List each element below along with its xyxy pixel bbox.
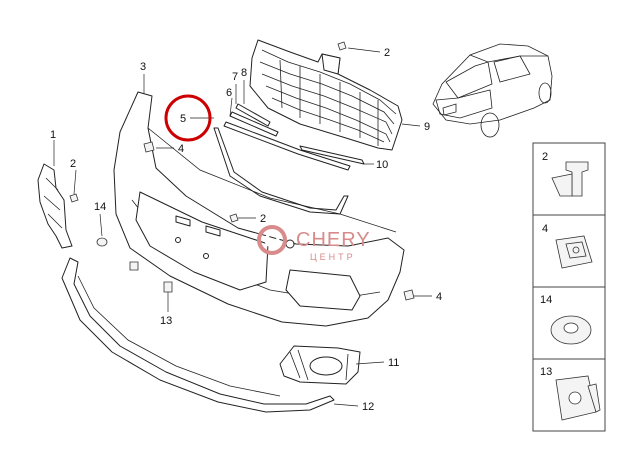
callout-5: 5 [180,113,186,125]
callout-4-right: 4 [436,291,442,303]
strip-5 [213,127,349,215]
clip-2-top [337,41,347,51]
clip-2-left [69,193,79,203]
callout-13: 13 [160,315,172,327]
clip-13 [163,281,173,293]
callout-2-center: 2 [260,213,266,225]
legend-label-14: 14 [540,294,552,306]
callout-9: 9 [424,121,430,133]
radiator-grille [249,39,403,151]
callout-4-left: 4 [178,143,184,155]
callout-14: 14 [94,201,106,213]
watermark-brand: CHERY [296,229,371,251]
highlight-circle [164,94,212,142]
lower-spoiler [61,257,335,413]
clip-13b [129,261,139,271]
side-bracket [37,163,73,249]
clip-2-center [229,213,239,223]
strip-7 [229,111,279,137]
watermark-sub: ЦЕНТР [310,252,356,262]
strip-6 [223,121,351,171]
callout-8: 8 [241,67,247,79]
nut-4-left [143,141,155,153]
vehicle-illustration [432,43,553,138]
callout-labels: 1 2 3 14 4 2 2 4 9 10 11 12 13 5 6 7 8 [50,47,442,413]
retainer-clip-icon [555,375,601,421]
fastener-legend: 2 4 14 13 [532,142,606,432]
push-clip-icon [551,161,589,197]
bumper-cover [113,91,405,327]
fog-lamp-bezel [279,345,361,385]
callout-2-top: 2 [384,47,390,59]
strip-8 [235,103,271,127]
callout-10: 10 [376,159,388,171]
washer-icon [550,315,592,345]
washer-14 [96,237,108,247]
callout-6: 6 [226,87,232,99]
clip-nut-icon [555,235,593,269]
legend-label-4: 4 [542,223,548,235]
fasteners [69,41,415,301]
callout-2-left: 2 [70,158,76,170]
legend-label-13: 13 [540,366,552,378]
legend-label-2: 2 [542,151,548,163]
molding-strips [213,103,365,215]
callout-1: 1 [50,129,56,141]
nut-4-right [403,289,415,301]
callout-12: 12 [362,401,374,413]
callout-7: 7 [232,71,238,83]
watermark-logo: CHERY ЦЕНТР [257,225,371,262]
callout-11: 11 [388,357,399,369]
callout-3: 3 [140,61,146,73]
